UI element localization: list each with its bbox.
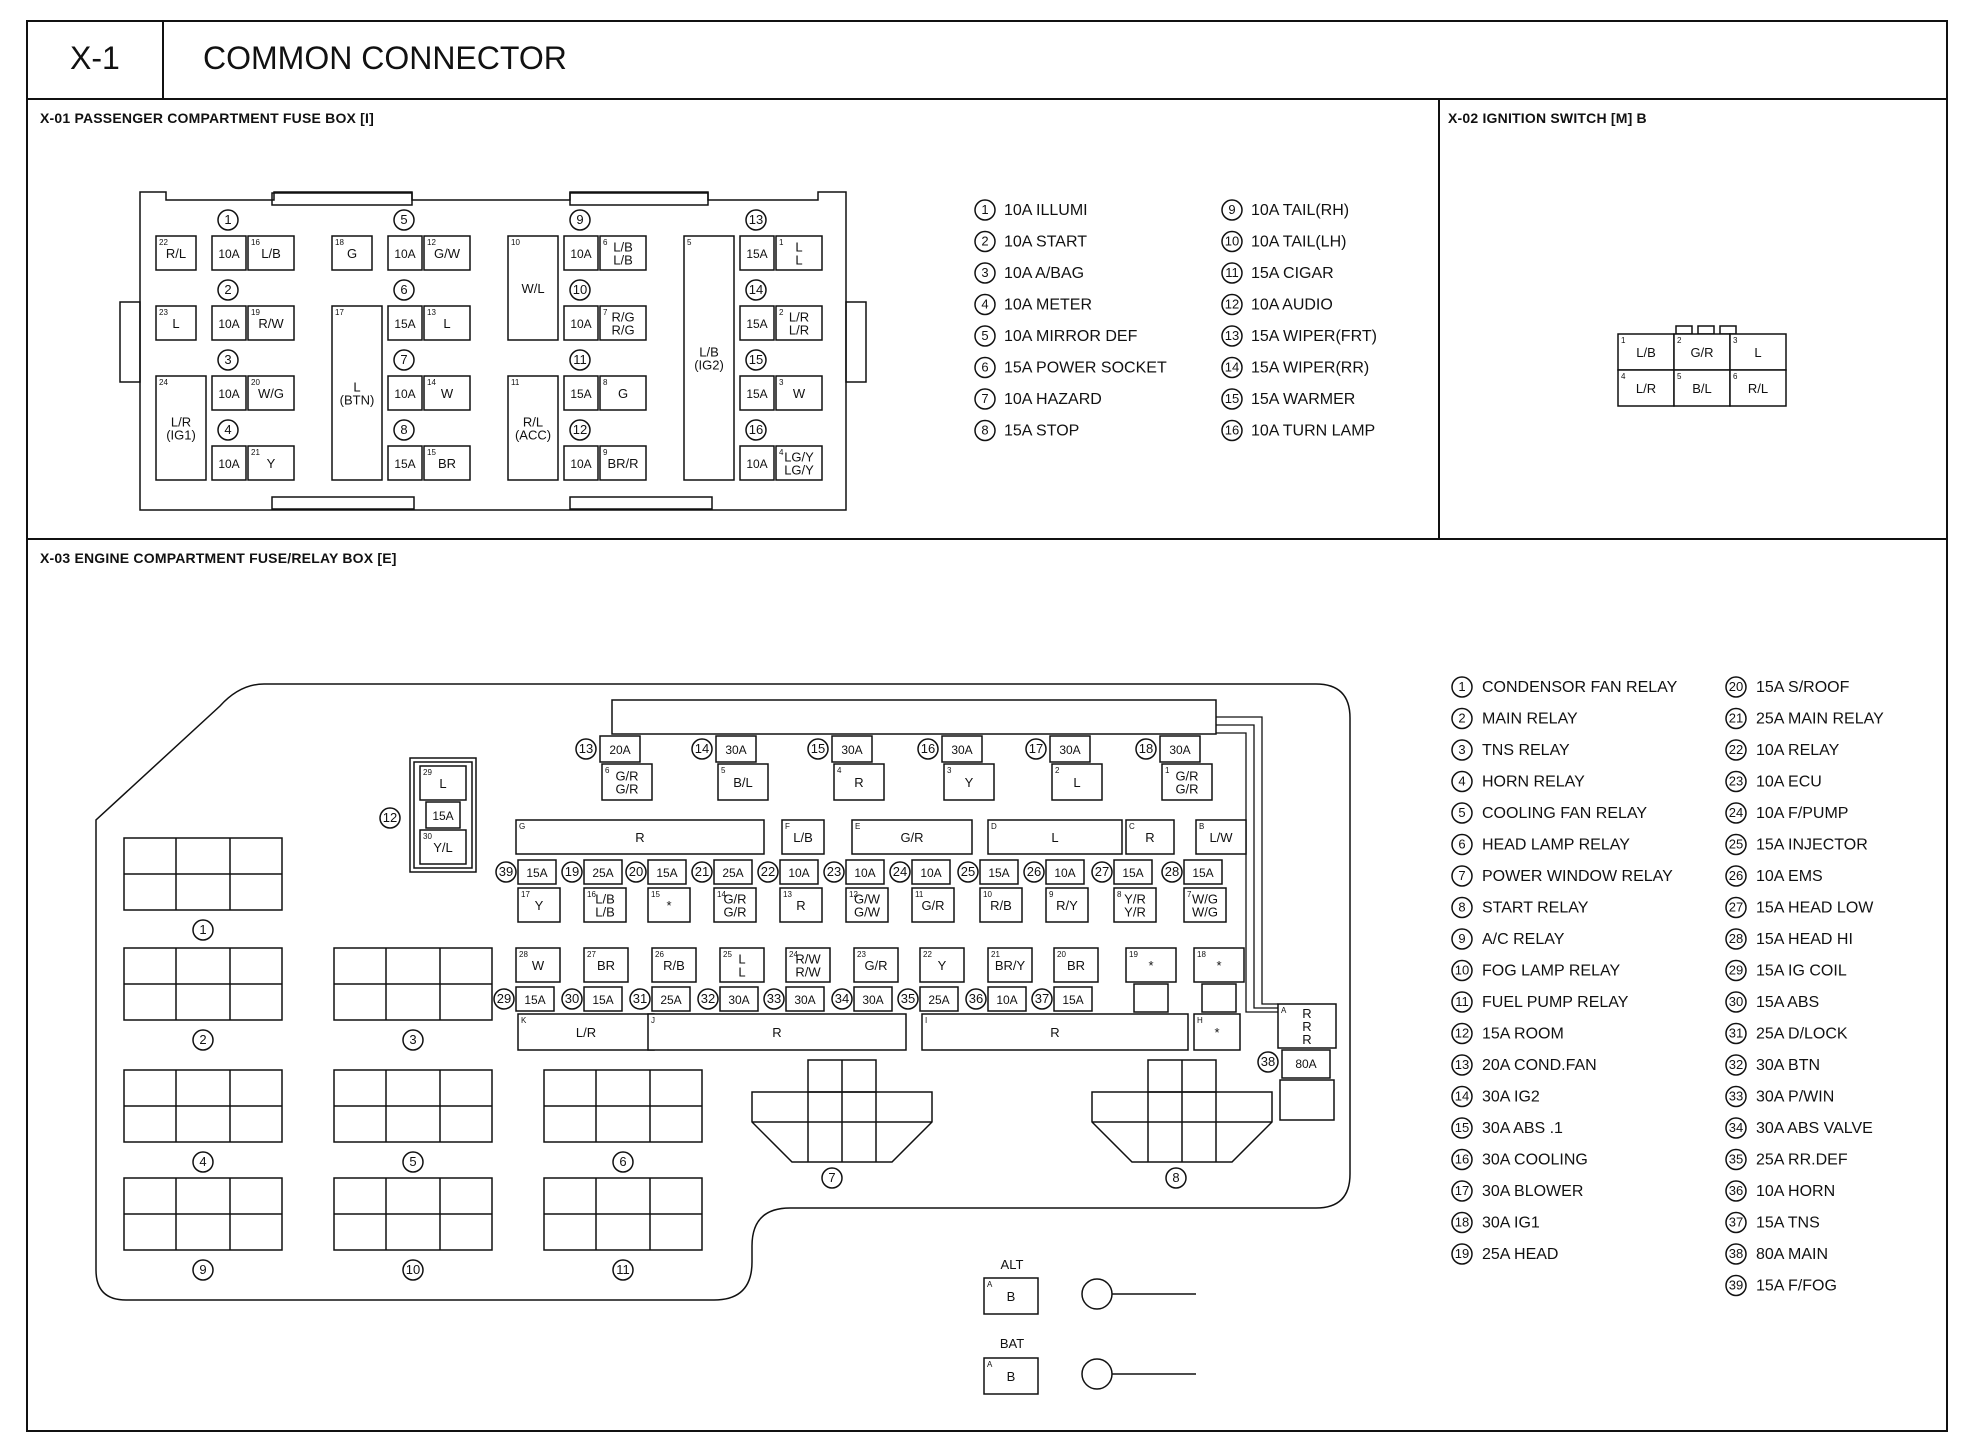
section-divider-x01-x02 (1438, 98, 1440, 538)
page-title: COMMON CONNECTOR (203, 40, 567, 76)
section-title-x02: X-02 IGNITION SWITCH [M] B (1448, 110, 1647, 126)
connector-code: X-1 (70, 40, 120, 76)
header-divider (162, 20, 164, 100)
section-title-x03: X-03 ENGINE COMPARTMENT FUSE/RELAY BOX [… (40, 550, 397, 566)
header-rule (26, 98, 1948, 100)
page-frame (26, 20, 1948, 1432)
section-title-x01: X-01 PASSENGER COMPARTMENT FUSE BOX [I] (40, 110, 374, 126)
section-rule-x03 (26, 538, 1948, 540)
